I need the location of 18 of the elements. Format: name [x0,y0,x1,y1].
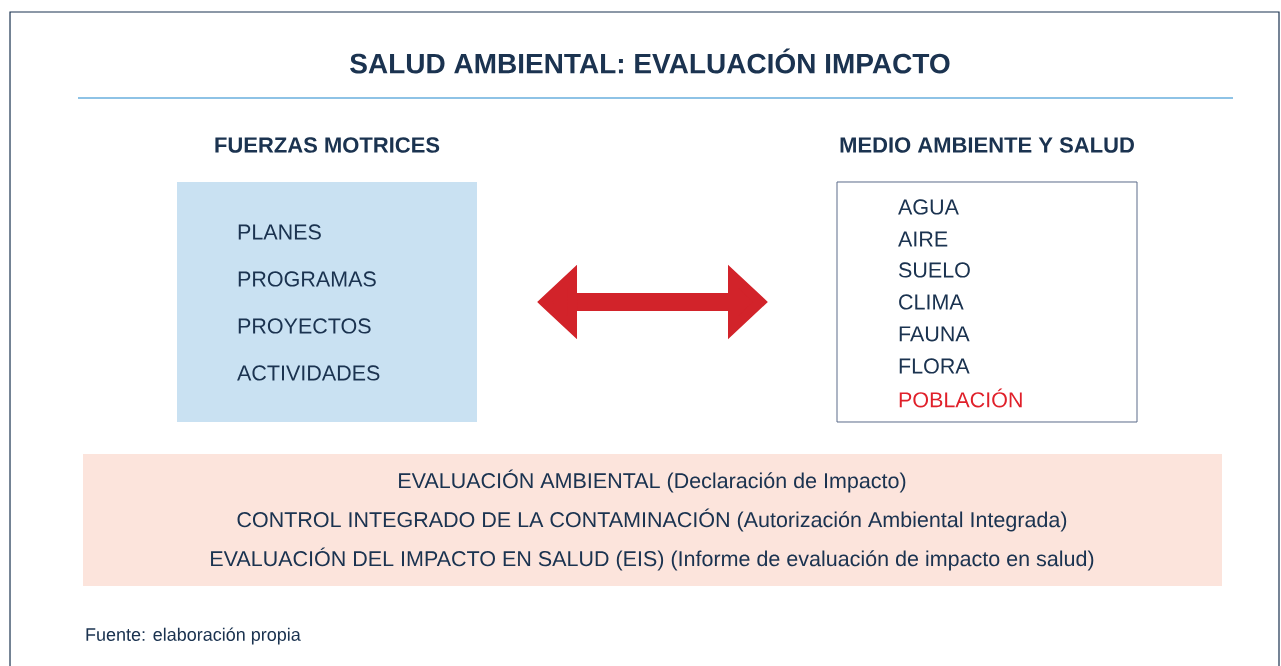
source-note: Fuente: elaboración propia [86,627,301,645]
list-item: CLIMA [899,294,964,310]
text-line: EVALUACIÓN DEL IMPACTO EN SALUD (EIS) (Informe de evaluación de impacto en salud) [211,547,1094,571]
box-heading: FUERZAS MOTRICES [215,137,440,153]
list-item: AIRE [898,231,948,247]
list-item: PLANES [238,224,321,240]
list-item: PROYECTOS [238,318,371,334]
list-item: FLORA [899,358,970,374]
title: SALUD AMBIENTAL: EVALUACIÓN IMPACTO [350,48,950,74]
text-line: EVALUACIÓN AMBIENTAL (Declaración de Impacto) [399,469,906,493]
list-item: PROGRAMAS [238,271,376,287]
list-item: AGUA [898,199,959,215]
box-heading: MEDIO AMBIENTE Y SALUD [840,137,1134,153]
text-line: CONTROL INTEGRADO DE LA CONTAMINACIÓN (Autorización Ambiental Integrada) [237,508,1067,532]
list-item: SUELO [898,262,970,278]
list-item: FAUNA [899,326,970,342]
list-item: ACTIVIDADES [237,365,380,381]
list-item: POBLACIÓN [899,388,1022,408]
